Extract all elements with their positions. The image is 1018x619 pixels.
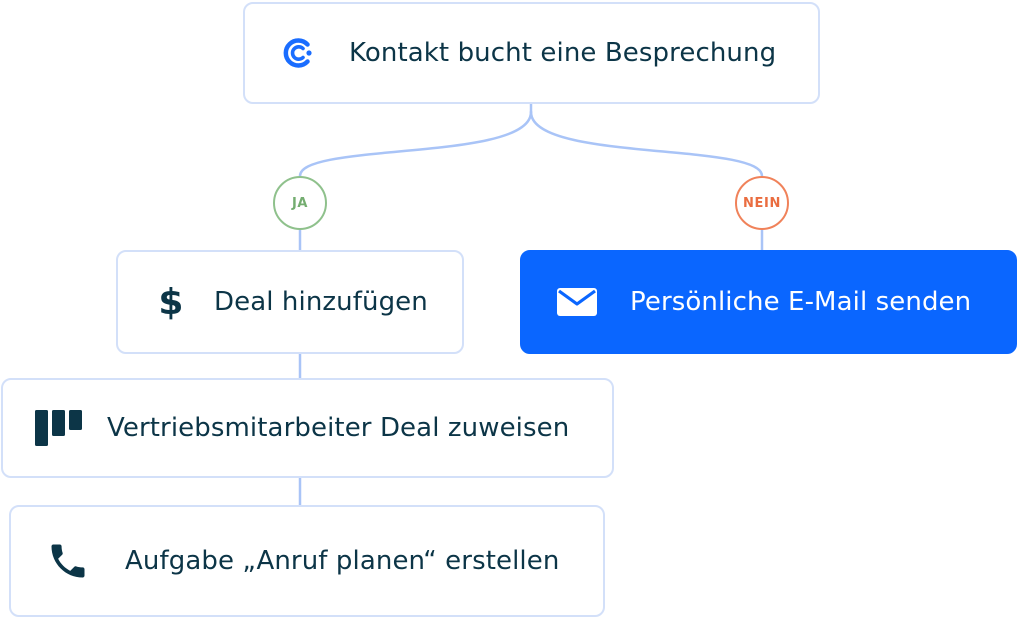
add-deal-label: Deal hinzufügen	[214, 287, 428, 317]
dollar-icon: $	[158, 281, 184, 323]
assign-deal-label: Vertriebsmitarbeiter Deal zuweisen	[107, 413, 570, 443]
connector-to-yes	[298, 110, 533, 178]
connector-to-no	[529, 110, 764, 178]
add-deal-card[interactable]: $ Deal hinzufügen	[116, 250, 464, 354]
branch-no-label: NEIN	[743, 195, 781, 211]
create-task-label: Aufgabe „Anruf planen“ erstellen	[125, 546, 560, 576]
kanban-board-icon	[35, 409, 83, 447]
branch-yes-badge: JA	[273, 176, 327, 230]
branch-yes-label: JA	[291, 195, 309, 211]
envelope-icon	[556, 286, 598, 318]
phone-icon	[45, 539, 91, 583]
send-email-label: Persönliche E-Mail senden	[630, 287, 972, 317]
send-email-card[interactable]: Persönliche E-Mail senden	[520, 250, 1017, 354]
trigger-card[interactable]: Kontakt bucht eine Besprechung	[243, 2, 820, 104]
create-task-card[interactable]: Aufgabe „Anruf planen“ erstellen	[9, 505, 605, 617]
calendly-logo-icon	[279, 34, 317, 72]
assign-deal-card[interactable]: Vertriebsmitarbeiter Deal zuweisen	[1, 378, 614, 478]
trigger-label: Kontakt bucht eine Besprechung	[349, 38, 777, 68]
branch-no-badge: NEIN	[735, 176, 789, 230]
